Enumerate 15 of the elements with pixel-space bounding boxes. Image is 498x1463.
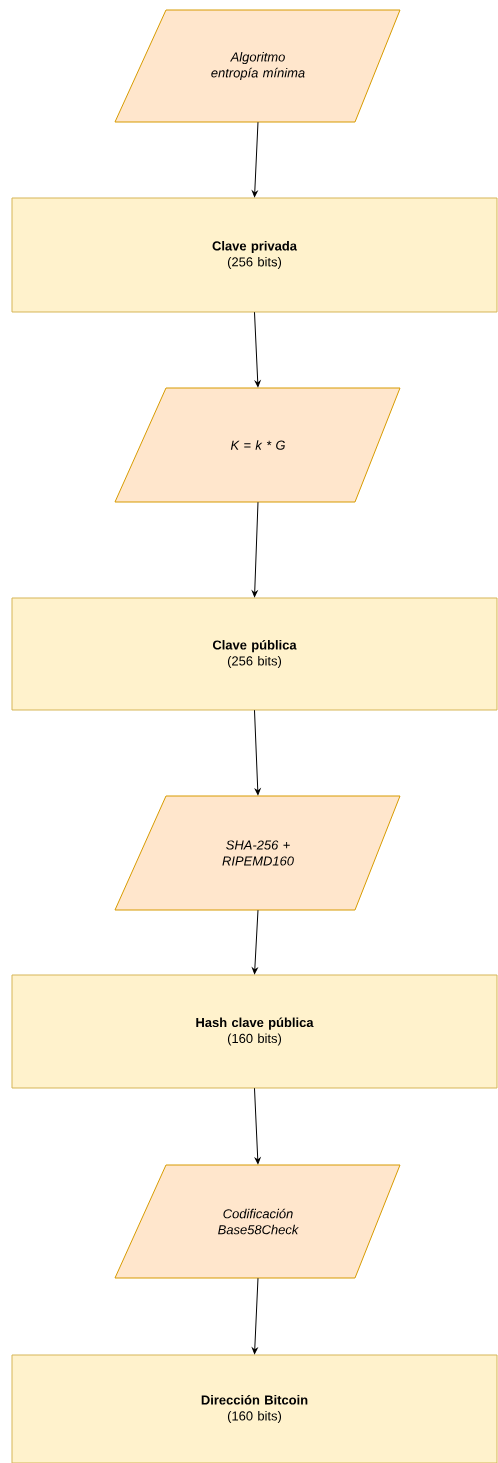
process-box: Clave privada (256 bits) [11,197,498,313]
arrow [254,1087,261,1165]
arrow [251,501,259,598]
input-output-parallelogram: K = k * G [114,387,401,503]
input-output-parallelogram: Codificación Base58Check [114,1164,401,1279]
arrow [254,311,261,388]
process-box: Dirección Bitcoin (160 bits) [11,1354,498,1463]
input-output-parallelogram: Algoritmo entropía mínima [114,9,401,123]
arrow [251,121,259,198]
process-box: Clave pública (256 bits) [11,597,498,711]
arrow [252,909,259,975]
input-output-parallelogram: SHA-256 + RIPEMD160 [114,795,401,911]
arrow [254,709,261,796]
process-box: Hash clave pública (160 bits) [11,974,498,1089]
arrow [251,1277,259,1355]
